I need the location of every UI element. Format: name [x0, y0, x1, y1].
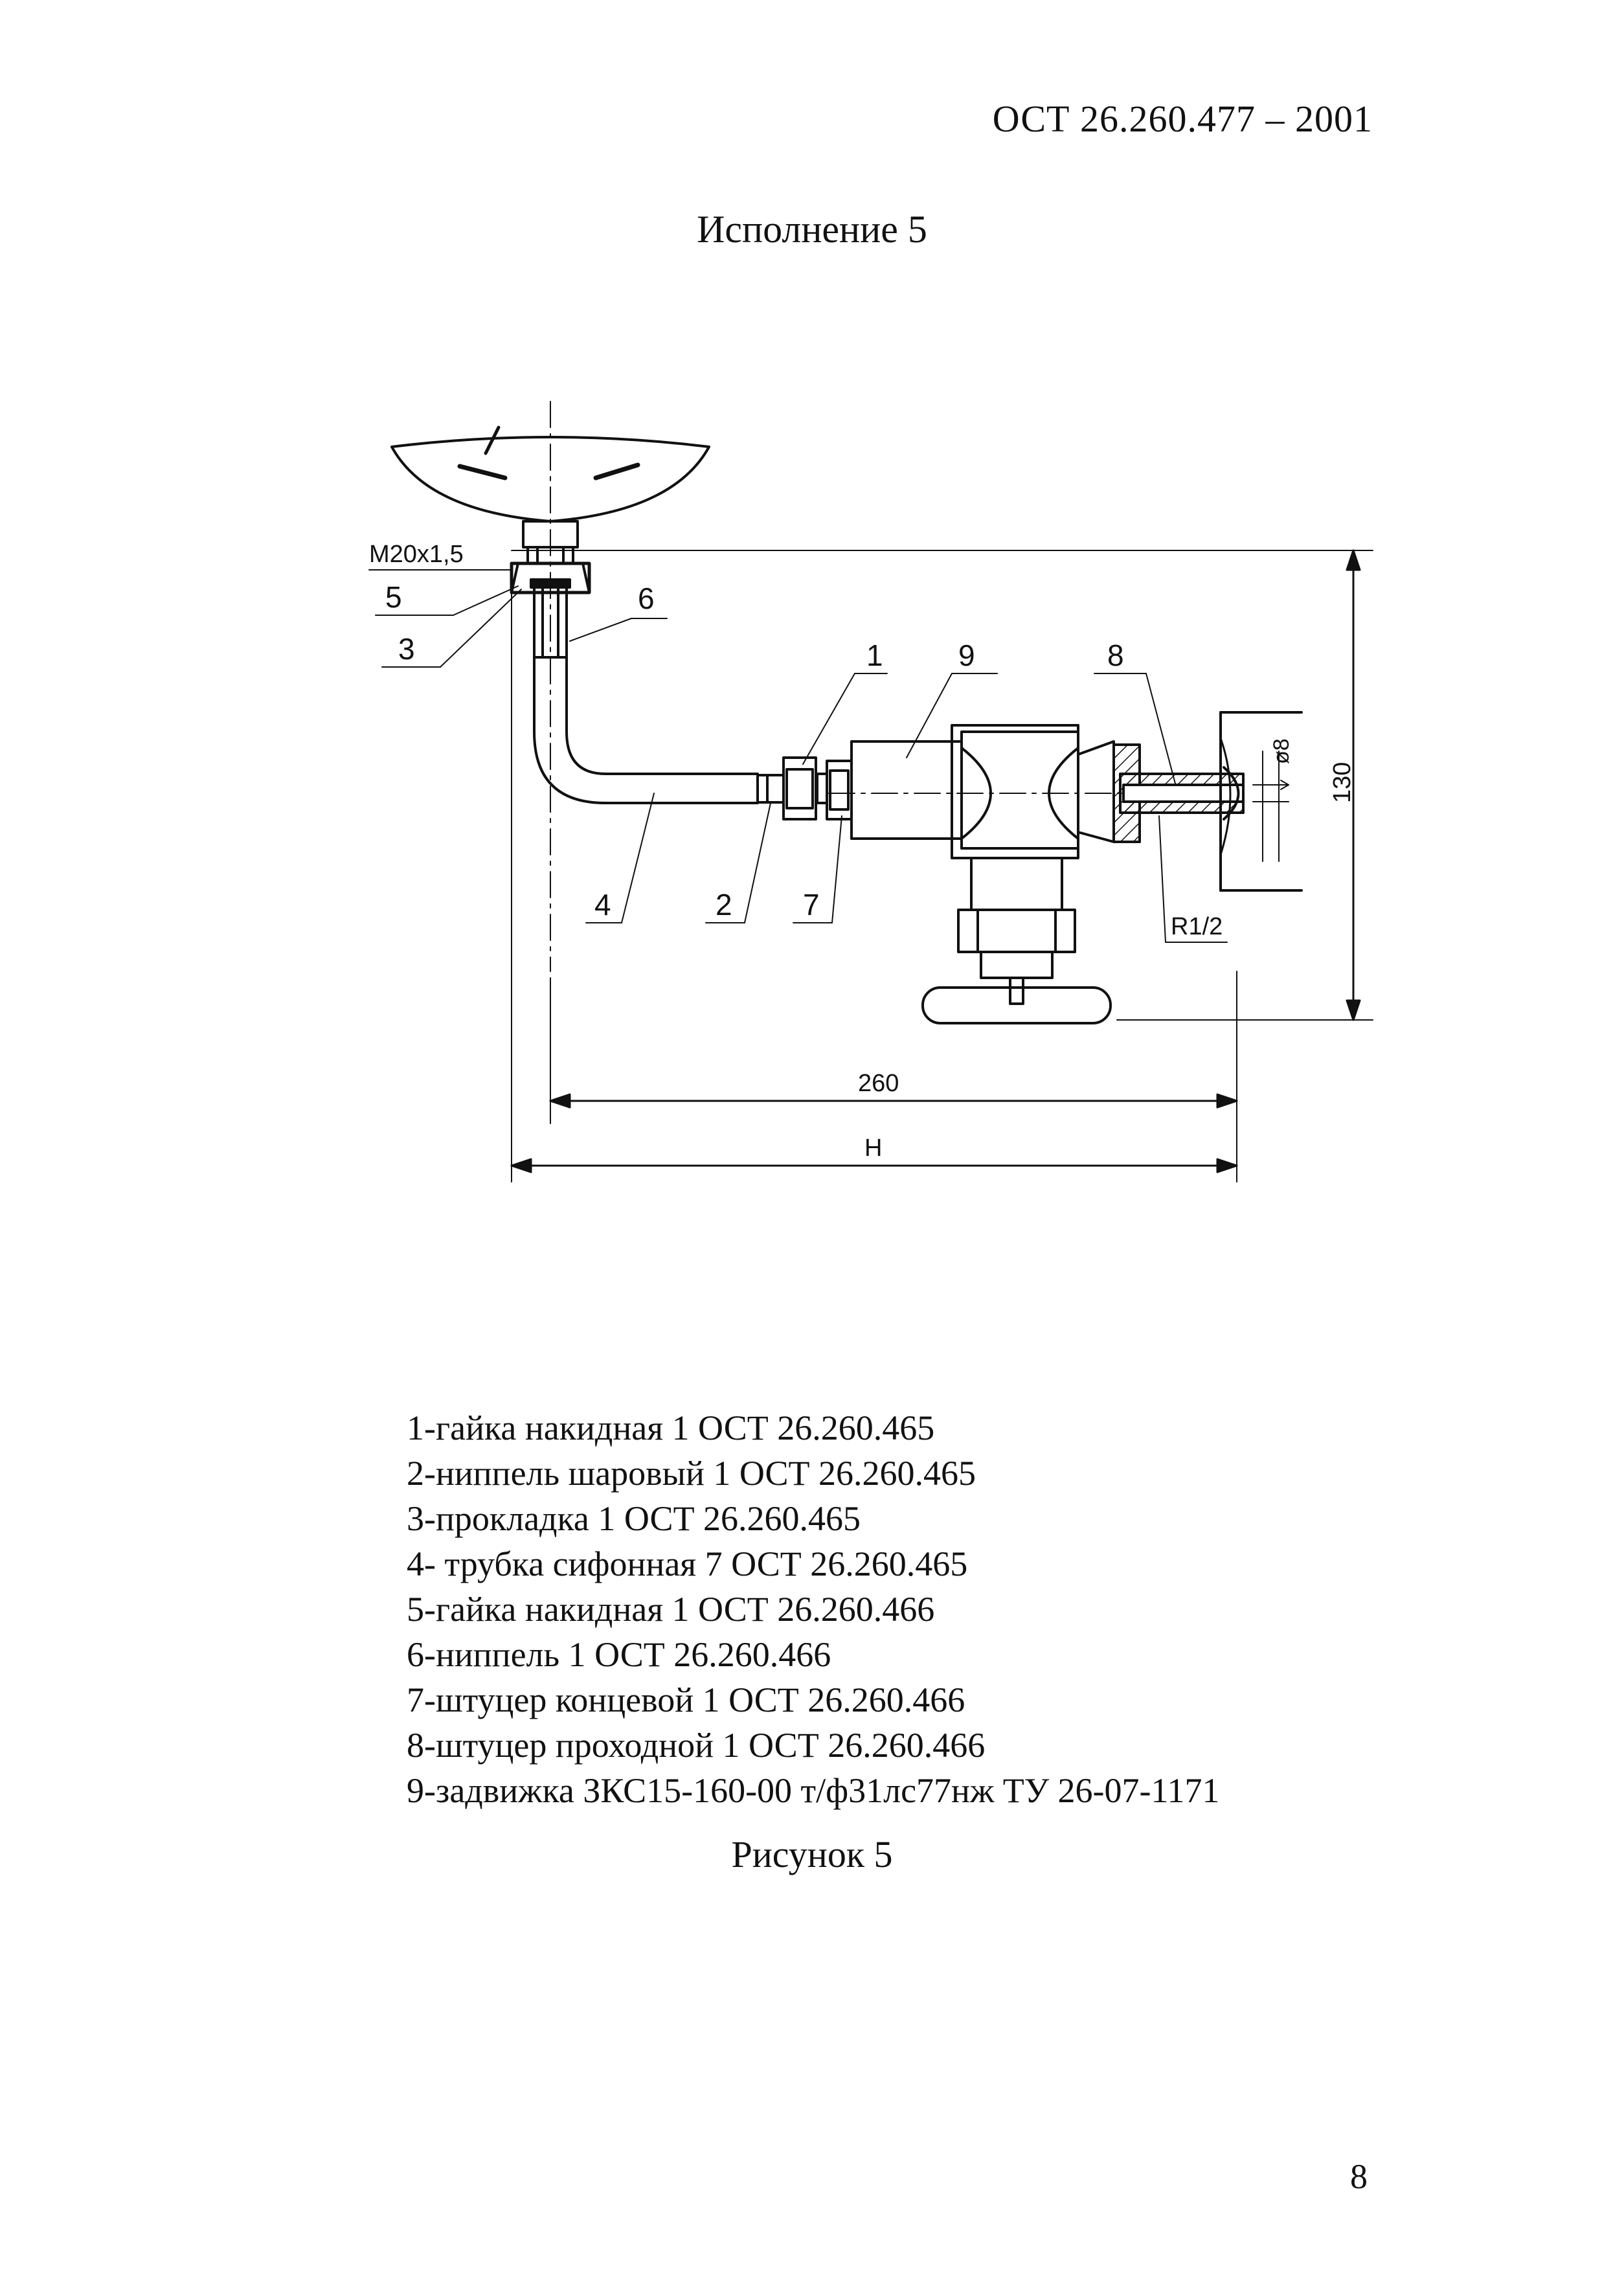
- thread-label: M20x1,5: [369, 541, 464, 568]
- siphon-tube: [533, 656, 759, 804]
- parts-list-item: 7-штуцер концевой 1 ОСТ 26.260.466: [407, 1680, 965, 1719]
- gate-valve: [828, 724, 1218, 1024]
- parts-list-item: 9-задвижка ЗКС15-160-00 т/ф31лс77нж ТУ 2…: [407, 1771, 1220, 1810]
- diameter-label: ø8: [1269, 738, 1294, 764]
- pipe-wall: [1219, 711, 1303, 892]
- parts-list-item: 4- трубка сифонная 7 ОСТ 26.260.465: [407, 1544, 968, 1583]
- figure-caption: Рисунок 5: [731, 1833, 893, 1875]
- callout-6: 6: [638, 582, 655, 615]
- parts-list-item: 3-прокладка 1 ОСТ 26.260.465: [407, 1499, 861, 1538]
- parts-list: 1-гайка накидная 1 ОСТ 26.260.465 2-нипп…: [407, 1405, 1219, 1813]
- callout-9: 9: [958, 639, 975, 672]
- technical-drawing: M20x1,5 5 3 6 1 9 8 4 2 7 R1/2 ø8 260 H …: [368, 401, 1373, 1182]
- parts-list-item: 5-гайка накидная 1 ОСТ 26.260.466: [407, 1590, 935, 1629]
- callout-5: 5: [385, 580, 402, 614]
- callout-7: 7: [803, 888, 820, 922]
- dim-height: 130: [1329, 762, 1356, 803]
- document-code: ОСТ 26.260.477 – 2001: [992, 98, 1373, 140]
- parts-list-item: 8-штуцер проходной 1 ОСТ 26.260.466: [407, 1726, 986, 1765]
- parts-list-item: 6-ниппель 1 ОСТ 26.260.466: [407, 1635, 831, 1674]
- pipe-thread-label: R1/2: [1171, 913, 1223, 940]
- variant-title: Исполнение 5: [697, 208, 927, 251]
- page-number: 8: [1350, 2157, 1368, 2196]
- dim-overall: H: [864, 1135, 882, 1162]
- callout-2: 2: [716, 888, 732, 922]
- callout-8: 8: [1107, 639, 1124, 672]
- parts-list-item: 1-гайка накидная 1 ОСТ 26.260.465: [407, 1408, 935, 1447]
- through-fitting: [1112, 743, 1245, 843]
- leader-lines: [368, 569, 1228, 943]
- tube-connection: [756, 756, 853, 820]
- extension-lines: [511, 550, 1373, 1182]
- parts-list-item: 2-ниппель шаровый 1 ОСТ 26.260.465: [407, 1454, 976, 1493]
- callout-1: 1: [866, 639, 883, 672]
- dimension-lines: [510, 549, 1361, 1173]
- callout-3: 3: [398, 632, 415, 666]
- callout-4: 4: [594, 888, 611, 922]
- dim-width: 260: [858, 1070, 899, 1097]
